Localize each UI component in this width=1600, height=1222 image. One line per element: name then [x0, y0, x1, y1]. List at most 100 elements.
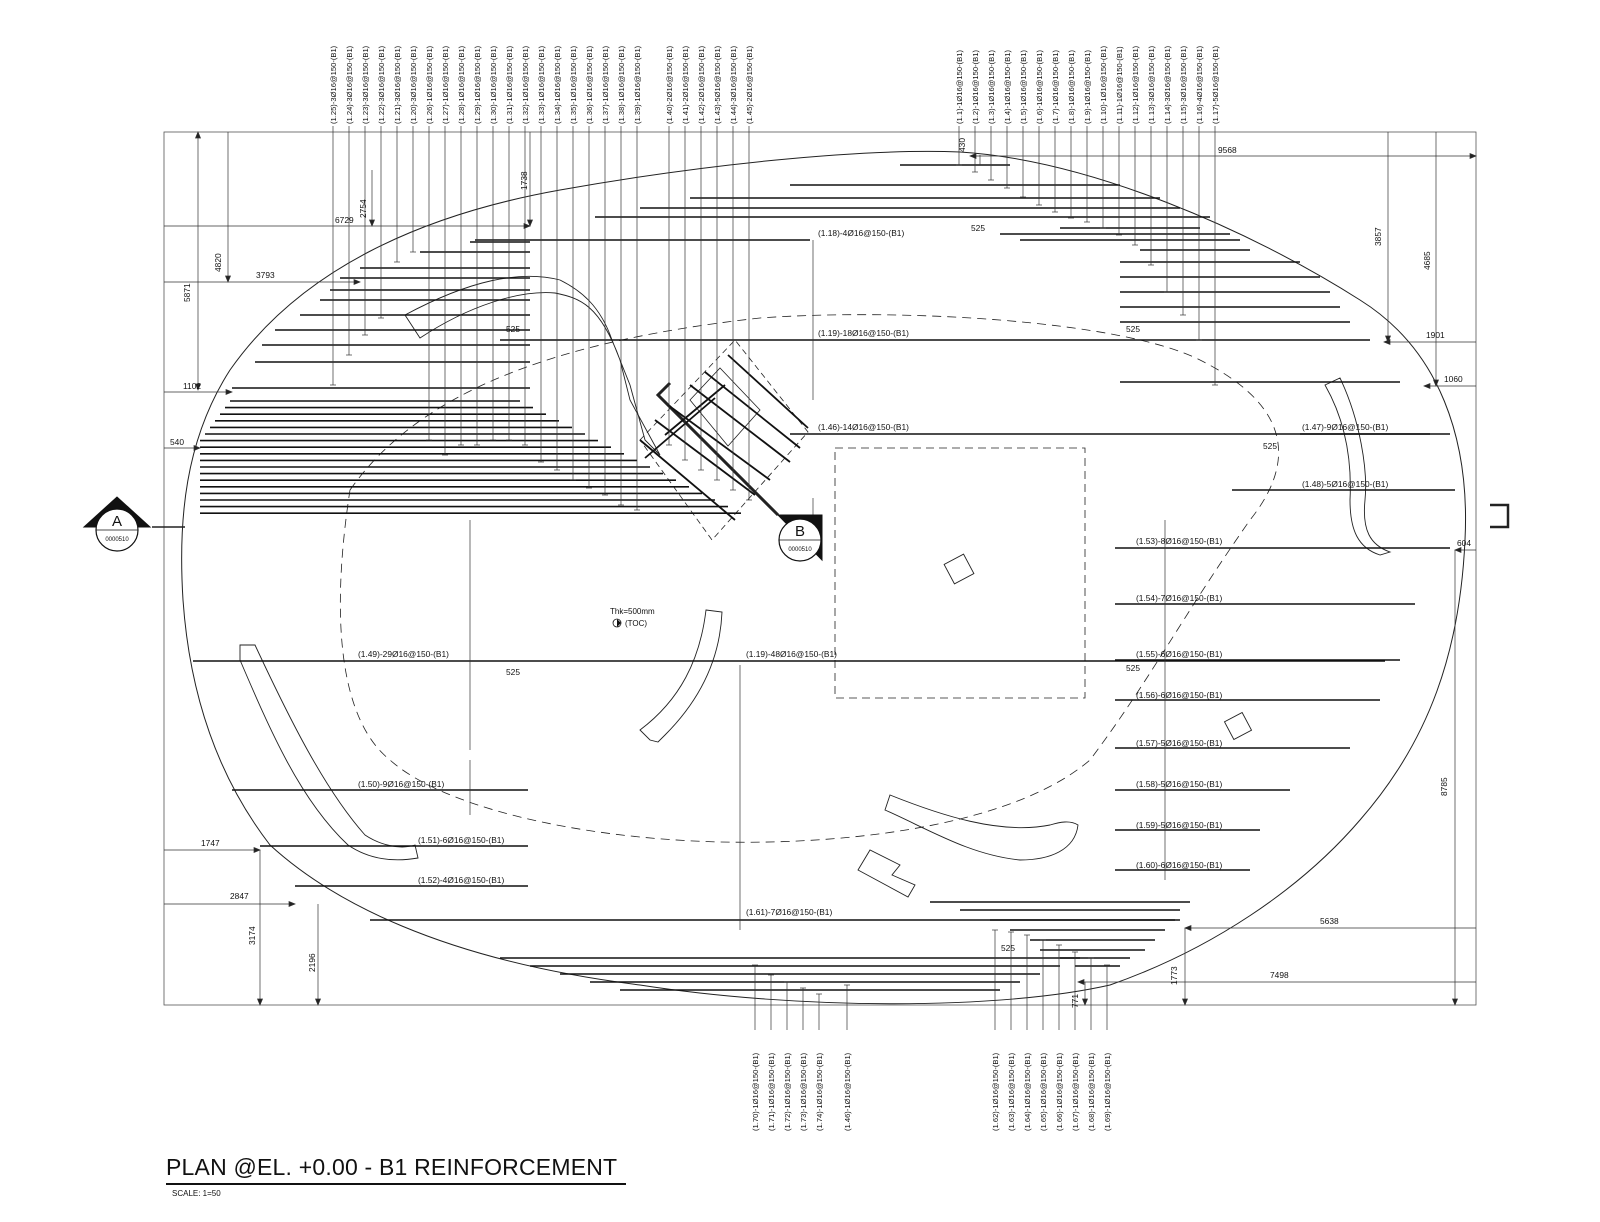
curved-wall	[639, 609, 723, 743]
drawing-scale: SCALE: 1=50	[172, 1189, 221, 1198]
rebar-callout: (1.21)-3Ø16@150-(B1)	[393, 45, 402, 124]
rebar-callout: (1.29)-1Ø16@150-(B1)	[473, 45, 482, 124]
bar-label: (1.59)-5Ø16@150-(B1)	[1136, 820, 1222, 830]
dimension-arrow	[1077, 978, 1085, 986]
dim-text: 525	[1263, 441, 1277, 451]
section-a-cut-line	[1490, 503, 1510, 529]
rebar-callout: (1.28)-1Ø16@150-(B1)	[457, 45, 466, 124]
dim-text: 604	[1457, 538, 1471, 548]
dimension-arrow	[1081, 998, 1089, 1006]
rebar-callout: (1.41)-2Ø16@150-(B1)	[681, 45, 690, 124]
bar-label: (1.48)-5Ø16@150-(B1)	[1302, 479, 1388, 489]
slab-thickness-text: Thk=500mm	[610, 607, 655, 616]
rebar-callout: (1.24)-3Ø16@150-(B1)	[345, 45, 354, 124]
rebar-callout: (1.31)-1Ø16@150-(B1)	[505, 45, 514, 124]
curved-wall	[1324, 377, 1392, 556]
rebar-diagonal	[664, 384, 726, 436]
section-a-letter: A	[112, 513, 122, 530]
dimension-lines	[164, 131, 1477, 1006]
dim-text: 525	[971, 223, 985, 233]
dim-text: 3857	[1373, 227, 1383, 246]
rebar-diagonal-lines	[639, 354, 809, 521]
rebar-callout: (1.10)-1Ø16@150-(B1)	[1099, 45, 1108, 124]
rebar-callout: (1.42)-2Ø16@150-(B1)	[697, 45, 706, 124]
dimension-arrow	[1432, 379, 1440, 387]
dim-text: 2847	[230, 891, 249, 901]
rebar-callout: (1.71)-1Ø16@150-(B1)	[767, 1052, 776, 1131]
rebar-callout: (1.66)-1Ø16@150-(B1)	[1055, 1052, 1064, 1131]
opening-square	[943, 553, 975, 585]
callouts-bottom-right: (1.62)-1Ø16@150-(B1)(1.63)-1Ø16@150-(B1)…	[991, 1052, 1112, 1131]
dimension-arrow	[969, 152, 977, 160]
rebar-callout: (1.27)-1Ø16@150-(B1)	[441, 45, 450, 124]
bar-label: (1.19)-48Ø16@150-(B1)	[746, 649, 837, 659]
title-underline	[166, 1183, 626, 1185]
dim-text: 2196	[307, 953, 317, 972]
wall-stub	[857, 849, 916, 898]
rebar-callout: (1.33)-1Ø16@150-(B1)	[537, 45, 546, 124]
rebar-callout: (1.63)-1Ø16@150-(B1)	[1007, 1052, 1016, 1131]
dimension-arrow	[1184, 924, 1192, 932]
dimension-arrow	[194, 131, 202, 139]
rebar-callout: (1.39)-1Ø16@150-(B1)	[633, 45, 642, 124]
rebar-diagonal	[639, 439, 736, 521]
bar-label: (1.57)-5Ø16@150-(B1)	[1136, 738, 1222, 748]
section-marker-b: B 0000510	[776, 514, 823, 562]
dimension-arrow	[353, 278, 361, 286]
dimension-arrow	[523, 222, 531, 230]
dim-text: 525	[1126, 324, 1140, 334]
bar-label: (1.19)-18Ø16@150-(B1)	[818, 328, 909, 338]
dimension-arrow	[314, 998, 322, 1006]
bar-label: (1.55)-6Ø16@150-(B1)	[1136, 649, 1222, 659]
leader-lines	[330, 126, 1218, 1030]
central-dashed-rect	[834, 447, 1086, 699]
dimension-arrow	[1469, 152, 1477, 160]
bar-label: (1.58)-5Ø16@150-(B1)	[1136, 779, 1222, 789]
dim-text: 525	[1126, 663, 1140, 673]
rebar-callout: (1.11)-1Ø16@150-(B1)	[1115, 46, 1124, 124]
dimension-arrow	[225, 388, 233, 396]
rebar-callout: (1.13)-3Ø16@150-(B1)	[1147, 45, 1156, 124]
rebar-diagonal	[654, 419, 756, 496]
rebar-diagonal	[644, 397, 716, 459]
rebar-callout: (1.23)-3Ø16@150-(B1)	[361, 45, 370, 124]
bar-label: (1.56)-6Ø16@150-(B1)	[1136, 690, 1222, 700]
rebar-callout: (1.37)-1Ø16@150-(B1)	[601, 45, 610, 124]
bar-label: (1.46)-14Ø16@150-(B1)	[818, 422, 909, 432]
dim-text: 540	[170, 437, 184, 447]
callouts-top-right: (1.1)-1Ø16@150-(B1)(1.2)-1Ø16@150-(B1)(1…	[955, 45, 1220, 124]
dim-text: 7498	[1270, 970, 1289, 980]
dimension-arrow	[288, 900, 296, 908]
rebar-callout: (1.32)-1Ø16@150-(B1)	[521, 45, 530, 124]
curved-wall	[239, 644, 419, 861]
dim-text: 5871	[182, 283, 192, 302]
rebar-callout: (1.70)-1Ø16@150-(B1)	[751, 1052, 760, 1131]
dim-text: 525	[506, 324, 520, 334]
dim-text: 4820	[213, 253, 223, 272]
bar-label: (1.54)-7Ø16@150-(B1)	[1136, 593, 1222, 603]
rebar-callout: (1.38)-1Ø16@150-(B1)	[617, 45, 626, 124]
dim-text: 4685	[1422, 251, 1432, 270]
curved-wall	[884, 794, 1079, 861]
dim-text: 8785	[1439, 777, 1449, 796]
dimension-arrow	[224, 275, 232, 283]
rebar-callout: (1.43)-5Ø16@150-(B1)	[713, 45, 722, 124]
dimension-arrow	[193, 444, 201, 452]
bar-label: (1.47)-9Ø16@150-(B1)	[1302, 422, 1388, 432]
rebar-callout: (1.17)-5Ø16@150-(B1)	[1211, 45, 1220, 124]
rebar-callout: (1.12)-1Ø16@150-(B1)	[1131, 45, 1140, 124]
bar-label: (1.52)-4Ø16@150-(B1)	[418, 875, 504, 885]
rebar-callout: (1.68)-1Ø16@150-(B1)	[1087, 1052, 1096, 1131]
section-b-cut-line	[655, 381, 780, 517]
bar-label: (1.61)-7Ø16@150-(B1)	[746, 907, 832, 917]
rebar-callout: (1.22)-3Ø16@150-(B1)	[377, 45, 386, 124]
dim-text: 525	[506, 667, 520, 677]
opening-square	[1223, 711, 1253, 741]
dim-text: 2754	[358, 199, 368, 218]
dim-text: 1773	[1169, 966, 1179, 985]
bar-label: (1.50)-9Ø16@150-(B1)	[358, 779, 444, 789]
dimension-arrow	[256, 998, 264, 1006]
rebar-lines	[193, 164, 1455, 991]
section-a-ref: 0000510	[105, 537, 129, 543]
